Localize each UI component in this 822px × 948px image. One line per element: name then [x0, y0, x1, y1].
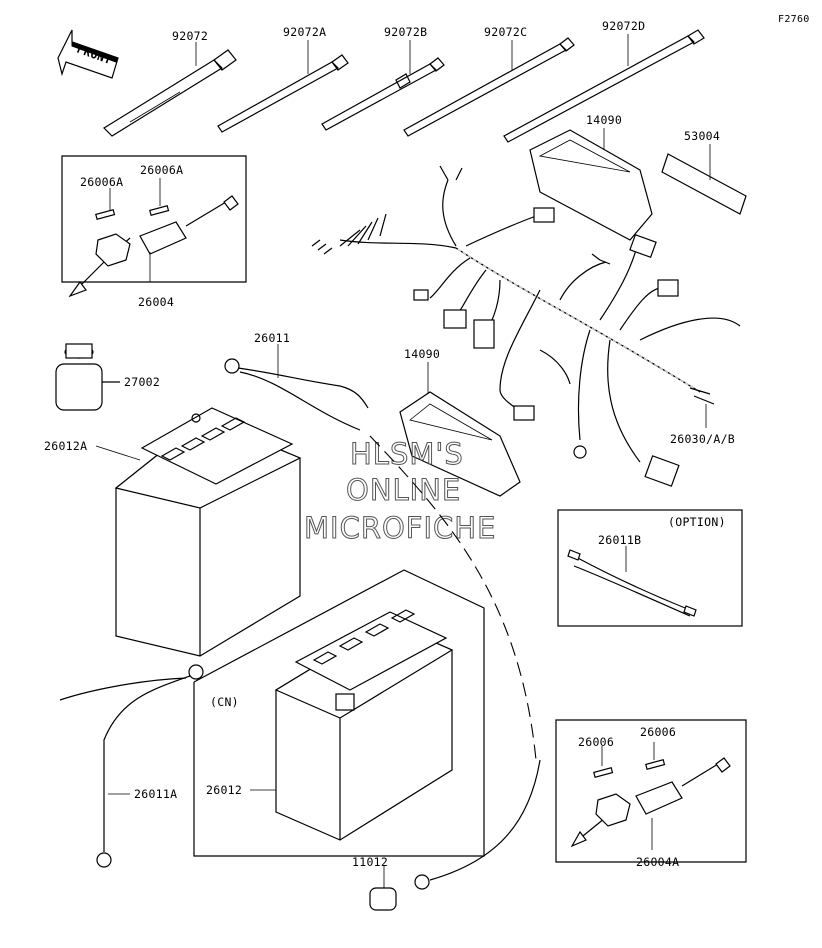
option-note: (OPTION): [668, 515, 726, 529]
watermark-line-1: HLSM'S: [350, 437, 464, 471]
cable-tie-92072a: 92072A: [217, 25, 349, 133]
part-label-26006a-left: 26006A: [80, 175, 123, 189]
main-wiring-harness: 26030/A/B: [311, 165, 741, 487]
watermark-line-2: ONLINE: [346, 473, 461, 507]
part-label-14090-top: 14090: [586, 113, 622, 127]
watermark-line-3: MICROFICHE: [304, 511, 496, 545]
battery-group-26012: (CN) 26012: [193, 569, 485, 857]
part-label-92072c: 92072C: [484, 25, 527, 39]
part-label-26012a: 26012A: [44, 439, 87, 453]
part-label-26006a-right: 26006A: [140, 163, 183, 177]
cable-26011a: 26011A: [59, 664, 204, 868]
cable-11012: 11012: [352, 759, 541, 911]
front-arrow-icon: FRONT: [57, 29, 119, 79]
part-label-27002: 27002: [124, 375, 160, 389]
part-label-92072: 92072: [172, 29, 208, 43]
cable-tie-92072d: 92072D: [503, 19, 705, 143]
part-label-92072d: 92072D: [602, 19, 645, 33]
option-cable-group-26011b: (OPTION) 26011B: [557, 509, 743, 627]
label-sticker-53004: 53004: [661, 129, 747, 215]
fuse-holder-group-26004a: 26006 26006 26004A: [555, 719, 747, 869]
part-label-53004: 53004: [684, 129, 720, 143]
part-label-26030: 26030/A/B: [670, 432, 735, 446]
part-label-14090-middle: 14090: [404, 347, 440, 361]
part-label-11012: 11012: [352, 855, 388, 869]
cover-14090-middle: 14090: [399, 347, 521, 497]
part-label-26012: 26012: [206, 783, 242, 797]
part-label-92072b: 92072B: [384, 25, 427, 39]
relay-27002: 27002: [55, 343, 160, 411]
cable-tie-92072c: 92072C: [403, 25, 575, 137]
routing-dashed-line: [369, 435, 537, 761]
watermark: HLSM'S ONLINE MICROFICHE: [304, 437, 496, 546]
part-label-92072a: 92072A: [283, 25, 326, 39]
part-label-26006-right: 26006: [640, 725, 676, 739]
cable-tie-92072b: 92072B: [321, 25, 445, 131]
part-label-26011b: 26011B: [598, 533, 641, 547]
part-label-26011a: 26011A: [134, 787, 177, 801]
battery-26012a: 26012A: [44, 407, 302, 657]
cable-tie-92072: 92072: [103, 29, 237, 137]
cn-note: (CN): [210, 695, 239, 709]
part-label-26006-left: 26006: [578, 735, 614, 749]
part-label-26004: 26004: [138, 295, 174, 309]
reference-code: F2760: [778, 14, 810, 25]
cover-14090-top: 14090: [529, 113, 653, 241]
part-label-26011: 26011: [254, 331, 290, 345]
fuse-holder-group-26004: 26006A 26006A 26004: [61, 155, 247, 309]
part-label-26004a: 26004A: [636, 855, 679, 869]
cable-26011: 26011: [224, 331, 369, 431]
